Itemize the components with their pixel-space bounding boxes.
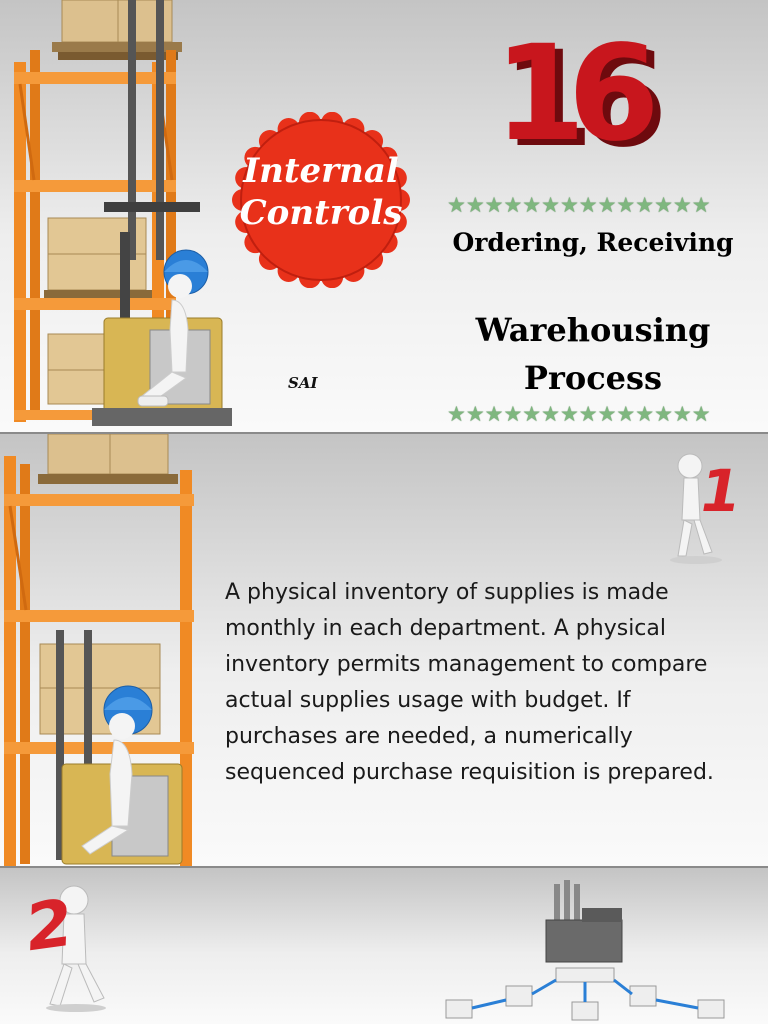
seal-line-2: Controls [239,193,403,233]
title-slide: 16 16 Internal Controls ★★★★★★★★★★★★★★ O… [0,0,768,432]
internal-controls-seal [232,112,410,288]
badge-number-text: 16 [494,17,660,171]
subtitle-ordering-receiving: Ordering, Receiving [452,228,734,257]
badge-number-16: 16 16 [494,24,674,174]
author-initials: SAI [288,374,318,392]
seal-label: Internal Controls [232,150,410,234]
seal-line-1: Internal [243,151,399,191]
star-divider-bottom: ★★★★★★★★★★★★★★ [447,403,711,426]
forklift-rack-illustration [14,0,232,426]
forklift-rack-illustration-2 [4,434,194,866]
step-2-slide: 2 [0,866,768,1024]
subtitle-process: Process [523,359,663,397]
subtitle-warehousing-process: Warehousing Process [436,306,750,402]
star-divider-top: ★★★★★★★★★★★★★★ [447,194,711,217]
factory-network-illustration [445,880,725,1021]
badge-number-shadow: 16 [502,23,668,177]
step-1-slide: 1 A physical inventory of supplies is ma… [0,432,768,866]
subtitle-warehousing: Warehousing [475,311,711,349]
figure-holding-number-2-icon [46,885,106,1012]
figure-holding-number-icon [670,453,722,564]
inventory-paragraph: A physical inventory of supplies is made… [225,580,714,785]
step-number-2: 2 [24,884,74,967]
